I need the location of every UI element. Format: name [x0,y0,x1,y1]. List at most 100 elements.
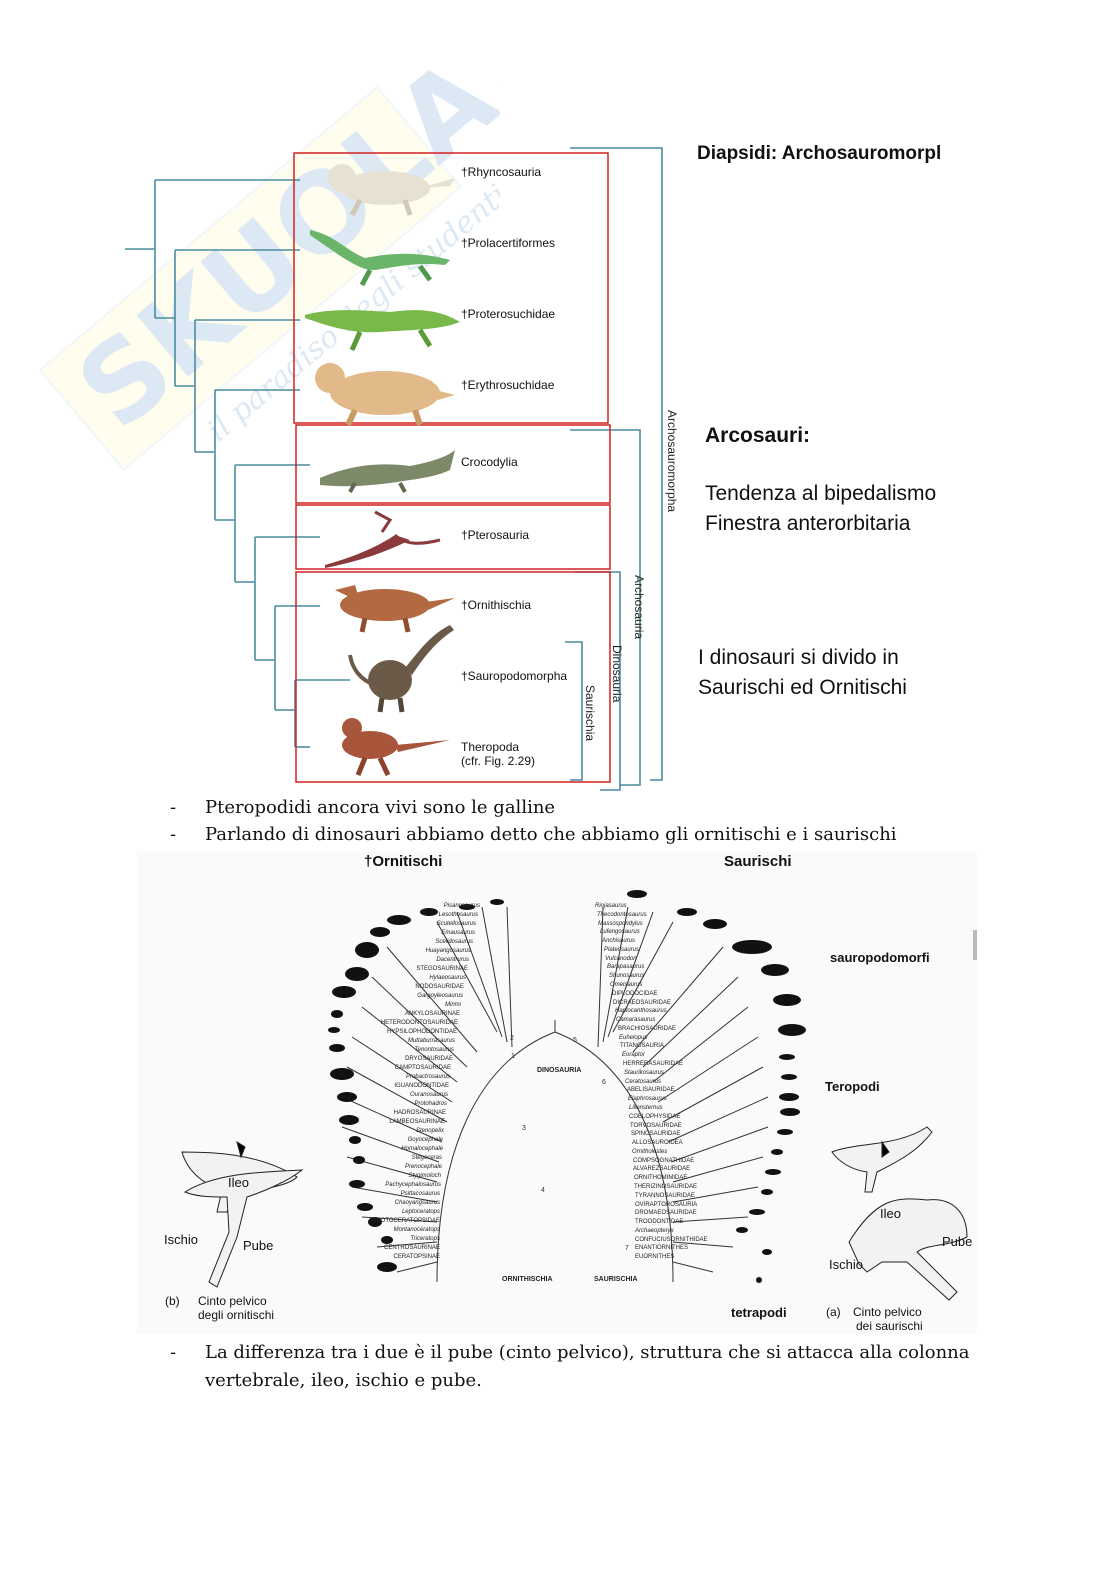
taxon-name: Anchisaurus [602,938,635,944]
taxon-name: LAMBEOSAURINAE [389,1119,445,1125]
taxon-name: Plateosaurus [604,947,639,953]
bullet-dash: - [170,824,176,845]
taxon-name: HERRERASAURIDAE [623,1061,683,1067]
arcosauri-title: Arcosauri: [705,424,810,448]
right-caption-line2: dei saurischi [856,1319,923,1333]
teropodi-label: Teropodi [825,1079,880,1094]
taxon-name: CENTROSAURINAE [384,1245,440,1251]
erythrosuchid-illustration [315,363,455,425]
taxon-name: DICRAEOSAURIDAE [613,1000,671,1006]
pterosaur-illustration [325,512,440,568]
label-archosauromorpha: Archosauromorpha [665,410,679,512]
left-caption-b: (b) [165,1294,180,1308]
taxon-name: Muttaburrasaurus [408,1038,455,1044]
taxon-name: Riojasaurus [595,903,627,909]
right-ileo-label: Ileo [880,1206,901,1221]
taxon-name: IGUANODONTIDAE [394,1083,449,1089]
taxon-label: †Proterosuchidae [461,307,555,321]
taxon-name: DRYOSAURIDAE [405,1056,453,1062]
taxon-name: SPINOSAURIDAE [631,1131,680,1137]
taxon-name: PROTOCERATOPSIDAE [372,1218,440,1224]
taxon-name: HETERODONTOSAURIDAE [381,1020,458,1026]
bullet-1: - Pteropodidi ancora vivi sono le gallin… [0,797,1118,821]
taxon-name: Omeisaurus [610,982,642,988]
taxon-name: Psittacosaurus [401,1191,440,1197]
node-number: 5 [573,1037,577,1044]
bullet-dash: - [170,797,176,818]
taxon-name: Staurikosaurus [624,1070,664,1076]
tetrapodi-label: tetrapodi [731,1305,787,1320]
taxon-name: Ceratosaurus [625,1079,661,1085]
taxon-name: COELOPHYSIDAE [629,1114,680,1120]
right-caption-line1: Cinto pelvico [853,1305,922,1319]
ornithischian-illustration [335,585,455,632]
taxon-name: Liliensternus [629,1105,663,1111]
taxon-name: NODOSAURIDAE [415,984,464,990]
taxon-name: Montanoceratops [394,1227,440,1233]
bullet-dash: - [170,1342,176,1363]
taxon-name: ALLOSAUROIDEA [632,1140,683,1146]
taxon-label: Crocodylia [461,455,518,469]
taxon-name: CAMPTOSAURIDAE [395,1065,451,1071]
taxon-name: Stygimoloch [408,1173,441,1179]
taxon-name: THERIZINOSAURIDAE [634,1184,697,1190]
bullet-text-line1: La differenza tra i due è il pube (cinto… [205,1342,970,1363]
arcosauri-line1: Tendenza al bipedalismo [705,482,936,506]
bullet-3: - La differenza tra i due è il pube (cin… [0,1342,1118,1396]
taxon-name: Barapasaurus [607,964,644,970]
taxon-label: †Prolacertiformes [461,236,555,250]
cladogram-svg: Archosauromorpha Archosauria Dinosauria … [120,140,690,800]
taxon-name: Elaphrosaurus [628,1096,667,1102]
taxon-name: TYRANNOSAURIDAE [635,1193,695,1199]
prolacertiform-illustration [310,230,450,285]
taxon-label: †Erythrosuchidae [461,378,554,392]
crocodile-illustration [320,450,455,492]
taxon-name: Triceratops [410,1236,440,1242]
ornithischia-bottom-label: ORNITHISCHIA [502,1276,553,1283]
taxon-name: Emausaurus [441,930,475,936]
right-ischio-label: Ischio [829,1257,863,1272]
taxon-name: Vulcanodon [605,956,637,962]
bullet-text: Pteropodidi ancora vivi sono le galline [205,797,555,818]
bracket-saurischia [565,642,582,780]
node-number: 1 [511,1053,515,1060]
taxon-name: Gargoyleosaurus [417,993,463,999]
taxon-name: Haplocanthosaurus [615,1008,667,1014]
taxon-name: HYPSILOPHODONTIDAE [387,1029,457,1035]
bullet-text-line2: vertebrale, ileo, ischio e pube. [205,1370,482,1391]
taxon-name: Leptoceratops [402,1209,440,1215]
bracket-archosauria [570,430,640,785]
taxon-name: EUORNITHES [635,1254,674,1260]
node-number: 2 [510,1035,514,1042]
animal-illustrations [305,164,460,775]
taxon-name: CONFUCIUSORNITHIDAE [635,1237,708,1243]
right-caption-a: (a) [826,1305,841,1319]
taxon-label: Theropoda [461,740,519,754]
node-number: 3 [522,1125,526,1132]
taxon-name: Camarasaurus [616,1017,655,1023]
left-caption-line1: Cinto pelvico [198,1294,267,1308]
taxon-name: HADROSAURINAE [394,1110,446,1116]
taxon-name: Euhelopus [619,1035,647,1041]
taxon-label: †Ornithischia [461,598,531,612]
taxon-name: Stenopelix [416,1128,444,1134]
taxon-name: TITANOSAURIA [620,1043,664,1049]
taxon-name: ABELISAURIDAE [627,1087,675,1093]
taxon-name: Scutellosaurus [437,921,476,927]
taxon-name: Pisanosaurus [444,903,480,909]
taxon-name: Prenocephale [405,1164,442,1170]
taxon-name: ALVAREZSAURIDAE [633,1166,690,1172]
taxon-label: †Pterosauria [461,528,529,542]
taxon-name: Dacentrurus [436,957,469,963]
taxon-name: Ornitholestes [632,1149,667,1155]
ornithischian-pelvis-drawing [182,1142,302,1287]
saurischi-title: Saurischi [724,853,792,870]
taxon-name: TORVOSAURIDAE [630,1123,682,1129]
taxon-name: Probactrosaurus [406,1074,450,1080]
figure-edge-mark [973,930,977,960]
box-crocodylia [296,425,610,503]
label-saurischia: Saurischia [583,685,597,741]
theropod-illustration [342,718,450,775]
